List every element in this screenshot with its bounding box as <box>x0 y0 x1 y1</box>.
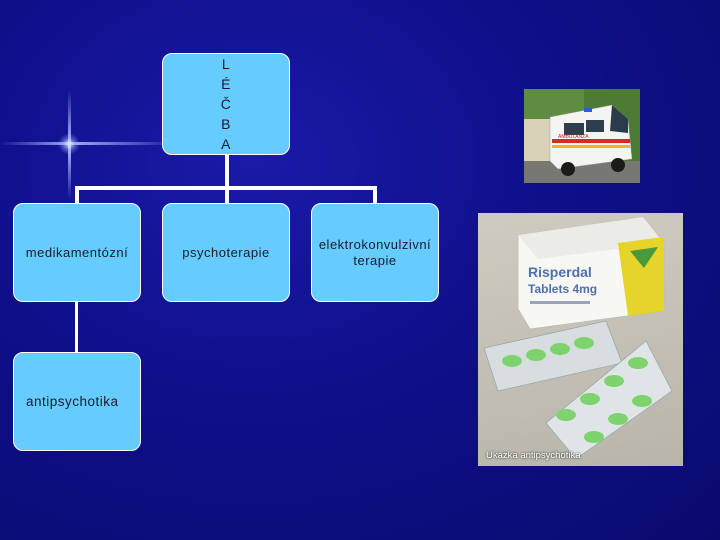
node-elektrokonvulzivni-terapie: elektrokonvulzivní terapie <box>311 203 439 302</box>
pills-illustration: Risperdal Tablets 4mg <box>483 216 673 460</box>
root-letter: L <box>221 56 231 72</box>
connector-to-psychoterapie <box>225 186 229 204</box>
ambulance-photo: AMBULANZA <box>524 89 640 183</box>
connector-root-down <box>225 155 229 188</box>
node-psychoterapie: psychoterapie <box>162 203 290 302</box>
antipsychotic-pills-photo: Risperdal Tablets 4mg Ukázka antipsychot… <box>478 213 683 466</box>
root-letter: É <box>221 76 231 92</box>
connector-to-antipsychotika <box>75 302 78 353</box>
node-label: elektrokonvulzivní terapie <box>318 236 432 268</box>
node-label: antipsychotika <box>26 393 119 409</box>
pill-box-brand: Risperdal <box>528 264 592 280</box>
node-label: medikamentózní <box>25 244 129 260</box>
ambulance-illustration: AMBULANZA <box>524 89 640 183</box>
root-letter: Č <box>220 96 232 112</box>
node-medikamentozni: medikamentózní <box>13 203 141 302</box>
root-letter: A <box>221 136 231 152</box>
node-lecba: L É Č B A <box>162 53 290 155</box>
lens-flare-horizontal <box>0 142 180 145</box>
connector-to-medikamentozni <box>75 186 79 204</box>
ambulance-lettering: AMBULANZA <box>558 134 589 140</box>
node-label: psychoterapie <box>182 244 270 260</box>
pill-box-product: Tablets 4mg <box>528 282 597 296</box>
connector-to-ekt <box>373 186 377 204</box>
root-letter: B <box>221 116 231 132</box>
pills-caption: Ukázka antipsychotika <box>486 450 581 461</box>
lens-flare-center <box>58 133 80 155</box>
node-antipsychotika: antipsychotika <box>13 352 141 451</box>
